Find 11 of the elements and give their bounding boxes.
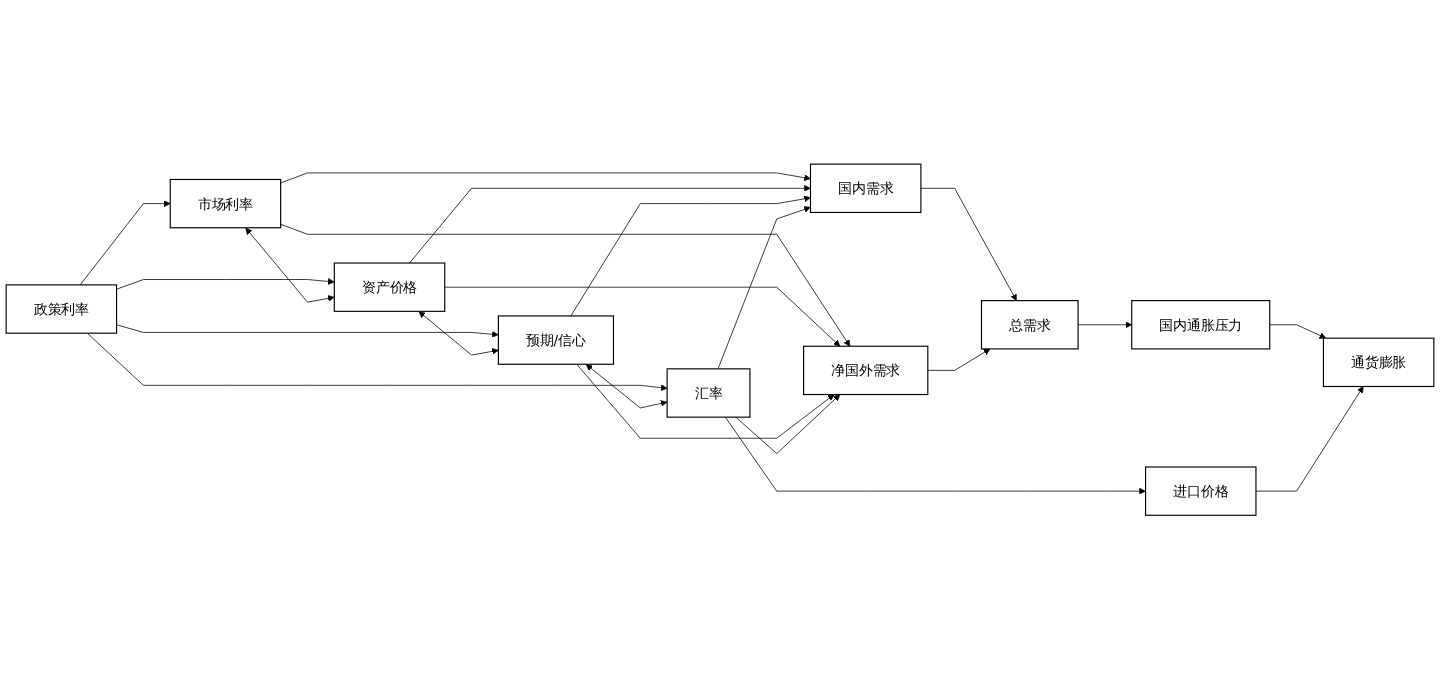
node-box: 预期/信心 <box>497 315 615 365</box>
node-box: 汇率 <box>666 368 751 418</box>
node-box: 市场利率 <box>169 178 282 229</box>
node-box: 政策利率 <box>5 284 118 334</box>
node-box: 净国外需求 <box>803 345 929 395</box>
node-box: 进口价格 <box>1145 466 1257 516</box>
node-box: 资产价格 <box>333 262 446 312</box>
node-box: 通货膨胀 <box>1322 337 1435 387</box>
node-box: 国内需求 <box>809 163 922 213</box>
node-box: 总需求 <box>980 299 1079 350</box>
node-box: 国内通胀压力 <box>1131 299 1271 350</box>
